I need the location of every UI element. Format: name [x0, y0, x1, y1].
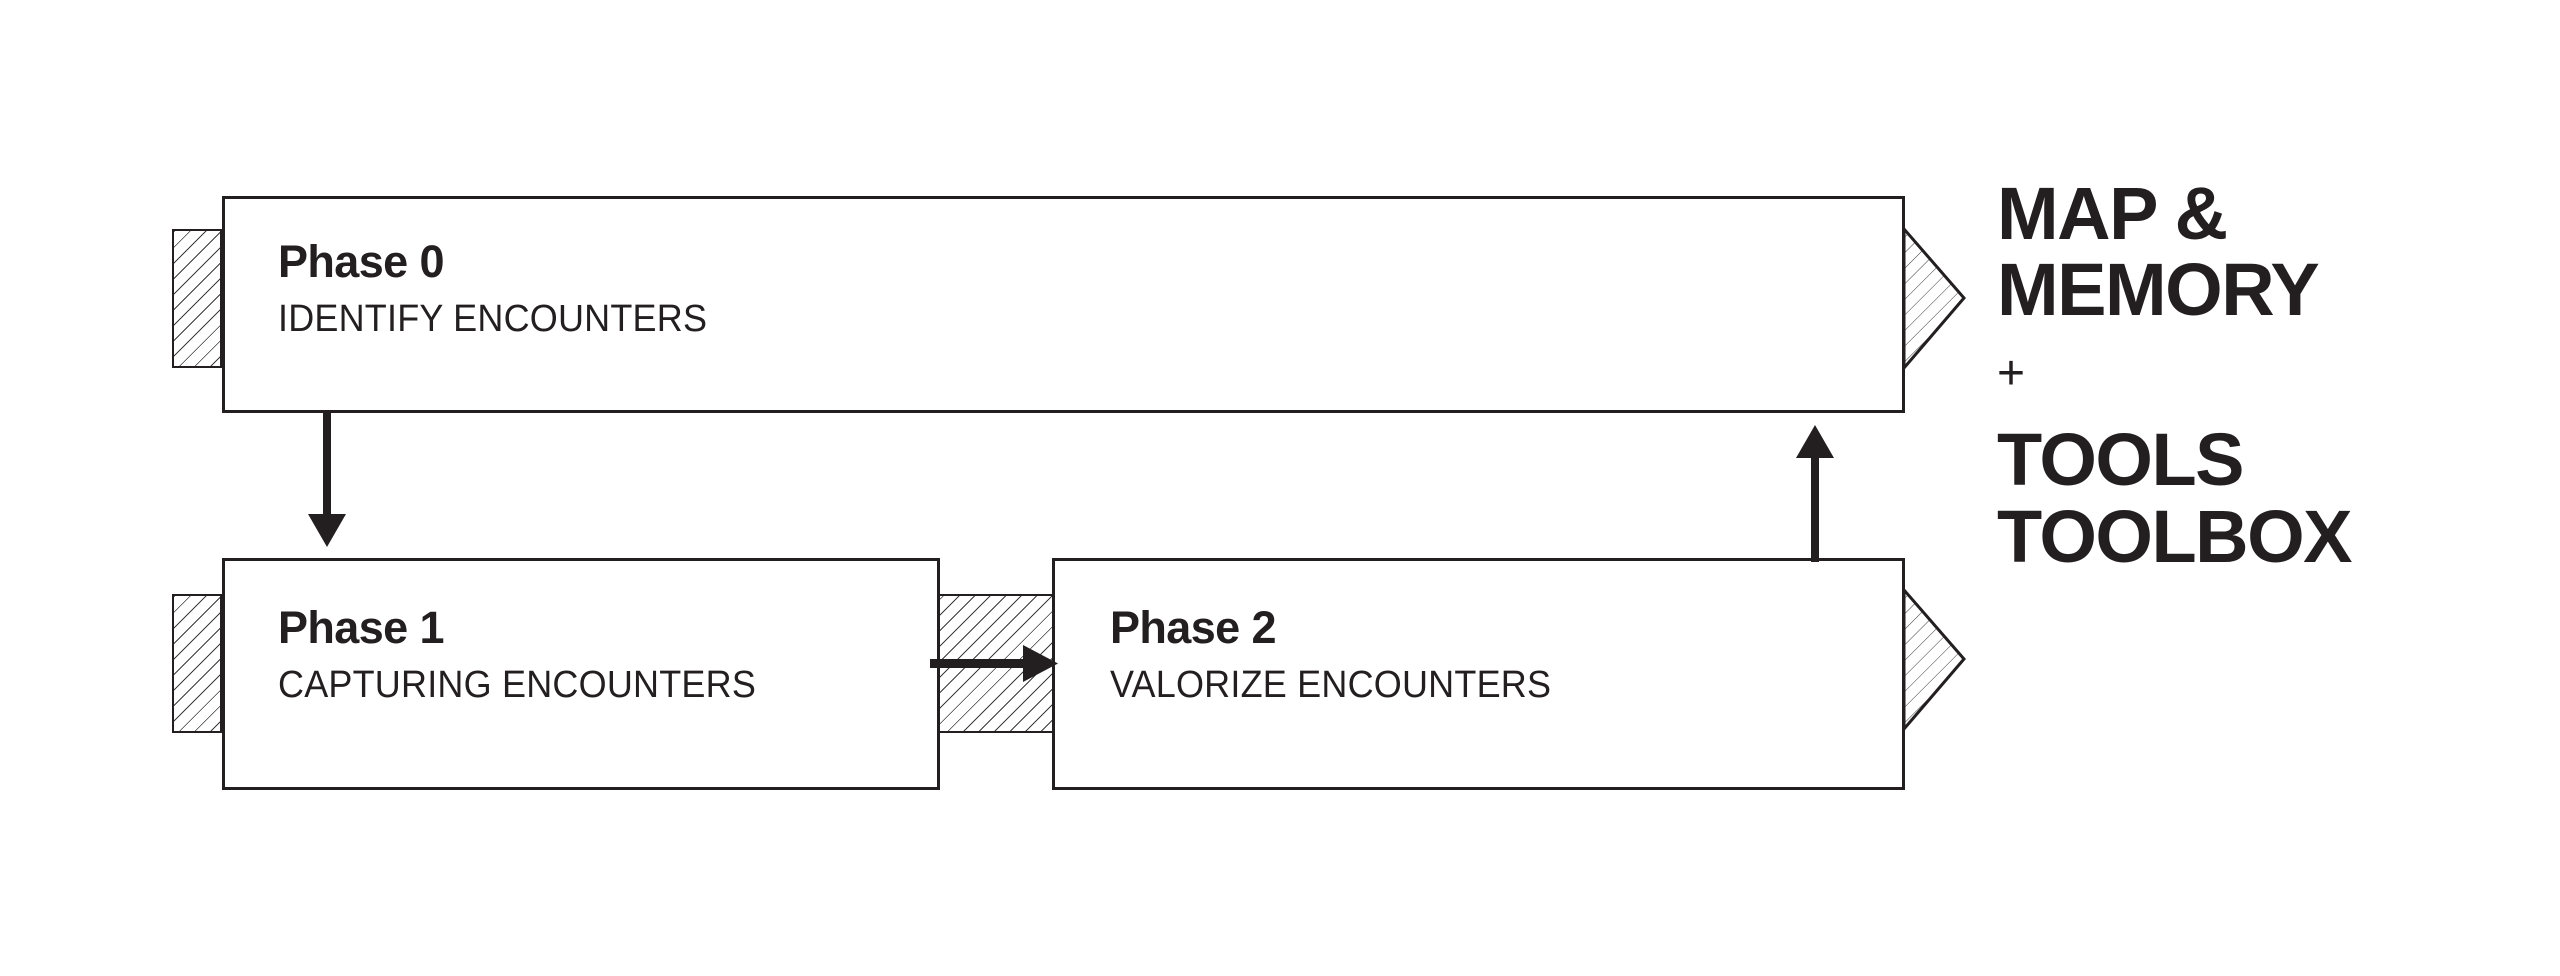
- phase-2-title: Phase 2: [1110, 602, 1277, 653]
- phase-2-right-arrowhead: [1900, 587, 1968, 732]
- phase-0-box[interactable]: [222, 196, 1905, 413]
- caption-line-toolbox: TOOLBOX: [1997, 494, 2353, 578]
- phase-0-title: Phase 0: [278, 236, 445, 287]
- phase-2-subtitle: VALORIZE ENCOUNTERS: [1110, 661, 1552, 706]
- caption-block: MAP & MEMORY + TOOLS TOOLBOX: [1997, 172, 2557, 578]
- phase-0-text-block: Phase 0 IDENTIFY ENCOUNTERS: [278, 236, 708, 340]
- caption-plus-sign: +: [1997, 347, 2026, 401]
- phase-1-left-tab: [172, 594, 222, 733]
- phase-0-right-arrowhead: [1900, 226, 1968, 371]
- phase-1-title: Phase 1: [278, 602, 445, 653]
- arrow-phase1-to-phase2-icon: [930, 642, 1060, 686]
- phase-2-text-block: Phase 2 VALORIZE ENCOUNTERS: [1110, 602, 1552, 706]
- arrow-phase0-to-phase1-icon: [305, 410, 349, 550]
- caption-line-tools: TOOLS: [1997, 418, 2245, 502]
- phase-1-text-block: Phase 1 CAPTURING ENCOUNTERS: [278, 602, 757, 706]
- phase-1-box[interactable]: [222, 558, 940, 790]
- caption-line-map: MAP &: [1997, 172, 2228, 255]
- phase-2-box[interactable]: [1052, 558, 1905, 790]
- caption-line-memory: MEMORY: [1997, 248, 2320, 332]
- phase-1-subtitle: CAPTURING ENCOUNTERS: [278, 661, 757, 706]
- phase-0-left-tab: [172, 229, 222, 368]
- arrow-phase2-to-phase0-icon: [1793, 422, 1837, 562]
- phase-0-subtitle: IDENTIFY ENCOUNTERS: [278, 295, 708, 340]
